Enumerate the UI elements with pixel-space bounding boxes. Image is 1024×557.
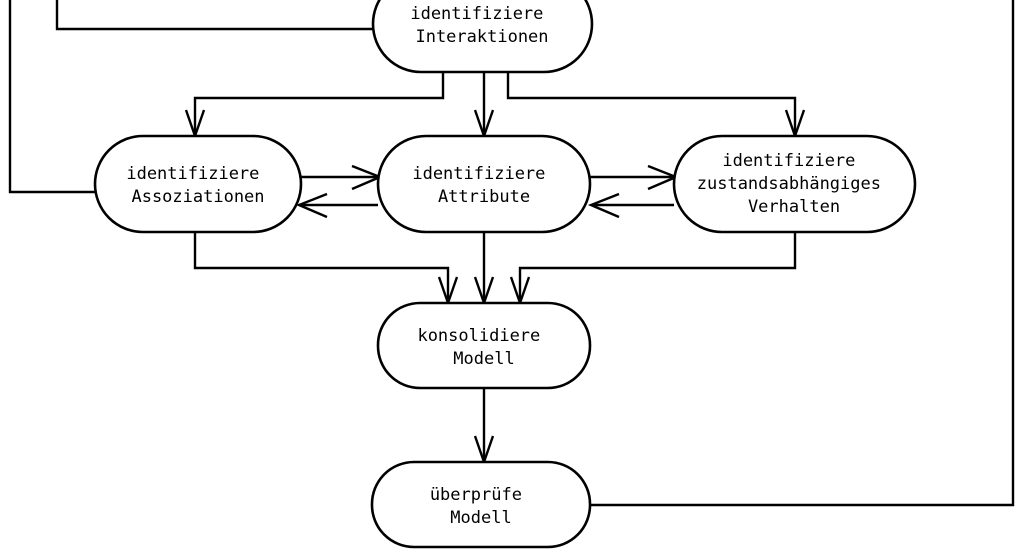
edge-assoziationen-to-konsolidiere (193, 232, 450, 301)
node-konsolidiere-shape (376, 301, 592, 390)
edge-assoziationen-feedback-left (8, 0, 98, 194)
node-ueberpruefe[interactable]: überprüfe Modell (370, 460, 592, 549)
edges-interaktionen-fanout (184, 72, 806, 140)
node-verhalten-label: identifiziere zustandsabhängiges Verhalt… (697, 151, 891, 217)
node-interaktionen[interactable]: identifiziere Interaktionen (371, 0, 594, 74)
node-konsolidiere-label: konsolidiere Modell (417, 326, 550, 369)
arrowhead-left-attribute (587, 192, 620, 219)
edge-interaktionen-to-verhalten (506, 72, 797, 134)
edge-ueberpruefe-feedback-right (589, 0, 1015, 507)
feedback-routing-lines (8, 0, 1015, 507)
edges-row2-bidirectional (295, 164, 680, 219)
node-verhalten[interactable]: identifiziere zustandsabhängiges Verhalt… (672, 134, 917, 234)
edge-interaktionen-feedback-left (55, 0, 376, 31)
edge-verhalten-to-konsolidiere (518, 232, 797, 301)
node-interaktionen-label: identifiziere Interaktionen (410, 4, 553, 47)
arrowhead-left-assoziationen (295, 192, 328, 219)
edges-konsolidiere-fanin (193, 232, 797, 307)
node-konsolidiere[interactable]: konsolidiere Modell (376, 301, 592, 390)
node-assoziationen[interactable]: identifiziere Assoziationen (93, 134, 303, 234)
node-attribute[interactable]: identifiziere Attribute (376, 134, 592, 234)
node-attribute-shape (376, 134, 592, 234)
node-interaktionen-shape (371, 0, 594, 74)
node-ueberpruefe-shape (370, 460, 592, 549)
node-verhalten-shape (672, 134, 917, 234)
edge-interaktionen-to-assoziationen (193, 72, 445, 134)
node-assoziationen-shape (93, 134, 303, 234)
node-ueberpruefe-label: überprüfe Modell (430, 485, 532, 528)
edge-group-konsolidiere-to-ueberpruefe (473, 388, 495, 466)
node-attribute-label: identifiziere Attribute (412, 164, 555, 207)
node-assoziationen-label: identifiziere Assoziationen (126, 164, 269, 207)
